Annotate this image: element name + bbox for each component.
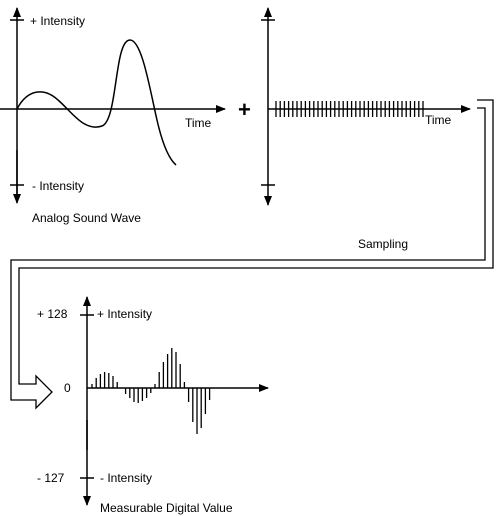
connector-arrow	[10, 99, 494, 410]
digital-plus-intensity-label: + Intensity	[97, 307, 152, 321]
sampling-time-label: Time	[425, 113, 452, 127]
analog-minus-intensity-label: - Intensity	[32, 179, 84, 193]
digital-minus-intensity-label: - Intensity	[100, 471, 152, 485]
digital-bars	[91, 348, 211, 434]
analog-panel: + Intensity - Intensity Time Analog Soun…	[0, 7, 226, 225]
sampling-caption: Sampling	[358, 237, 408, 251]
sample-ticks	[275, 101, 424, 117]
analog-waveform	[16, 39, 177, 166]
digital-panel: + 128 + Intensity 0 - 127 - Intensity Me…	[37, 296, 269, 515]
digital-max-value-label: + 128	[37, 307, 68, 321]
digital-caption: Measurable Digital Value	[100, 501, 233, 515]
digital-min-value-label: - 127	[37, 471, 65, 485]
analog-caption: Analog Sound Wave	[32, 211, 141, 225]
analog-plus-intensity-label: + Intensity	[30, 14, 85, 28]
digital-zero-label: 0	[64, 381, 71, 395]
sampling-panel: Time Sampling	[261, 7, 471, 251]
analog-time-label: Time	[185, 116, 212, 130]
plus-sign: +	[238, 97, 251, 122]
